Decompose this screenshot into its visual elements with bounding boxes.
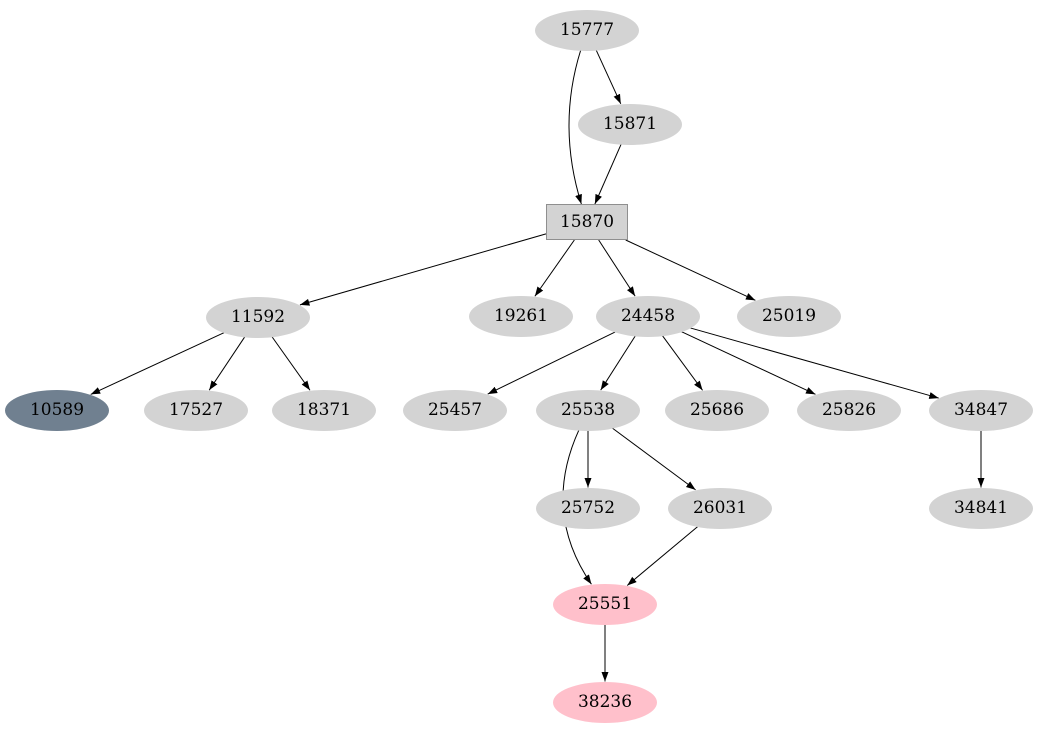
node-25826: 25826 [797, 389, 901, 431]
node-15870: 15870 [546, 204, 628, 240]
node-10589: 10589 [5, 389, 109, 431]
node-11592: 11592 [206, 296, 310, 338]
node-38236: 38236 [553, 681, 657, 723]
edge-24458-25686 [662, 335, 703, 391]
node-26031: 26031 [668, 487, 772, 529]
edge-26031-25551 [626, 526, 699, 586]
edge-24458-25457 [487, 331, 616, 395]
edge-11592-17527 [208, 336, 246, 391]
node-25457: 25457 [403, 389, 507, 431]
edge-11592-18371 [271, 336, 311, 391]
edge-15777-15870 [568, 50, 582, 205]
edge-11592-10589 [90, 332, 225, 395]
node-34841: 34841 [929, 487, 1033, 529]
node-25019: 25019 [737, 295, 841, 337]
edge-25538-26031 [612, 427, 696, 491]
edge-15870-24458 [598, 239, 636, 297]
node-17527: 17527 [144, 389, 248, 431]
node-15871: 15871 [578, 103, 682, 145]
node-18371: 18371 [272, 389, 376, 431]
node-34847: 34847 [929, 389, 1033, 431]
edge-24458-25538 [600, 335, 636, 391]
edge-15870-11592 [299, 233, 547, 306]
node-15777: 15777 [535, 9, 639, 51]
edge-15870-19261 [534, 239, 575, 297]
edge-15870-25019 [625, 239, 756, 301]
edge-15871-15870 [594, 143, 622, 205]
edge-24458-25826 [681, 331, 816, 395]
node-24458: 24458 [596, 295, 700, 337]
node-25551: 25551 [553, 583, 657, 625]
node-19261: 19261 [469, 295, 573, 337]
edge-15777-15871 [595, 49, 622, 105]
edge-24458-34847 [690, 327, 939, 399]
node-25752: 25752 [536, 487, 640, 529]
node-25538: 25538 [536, 389, 640, 431]
node-25686: 25686 [665, 389, 769, 431]
